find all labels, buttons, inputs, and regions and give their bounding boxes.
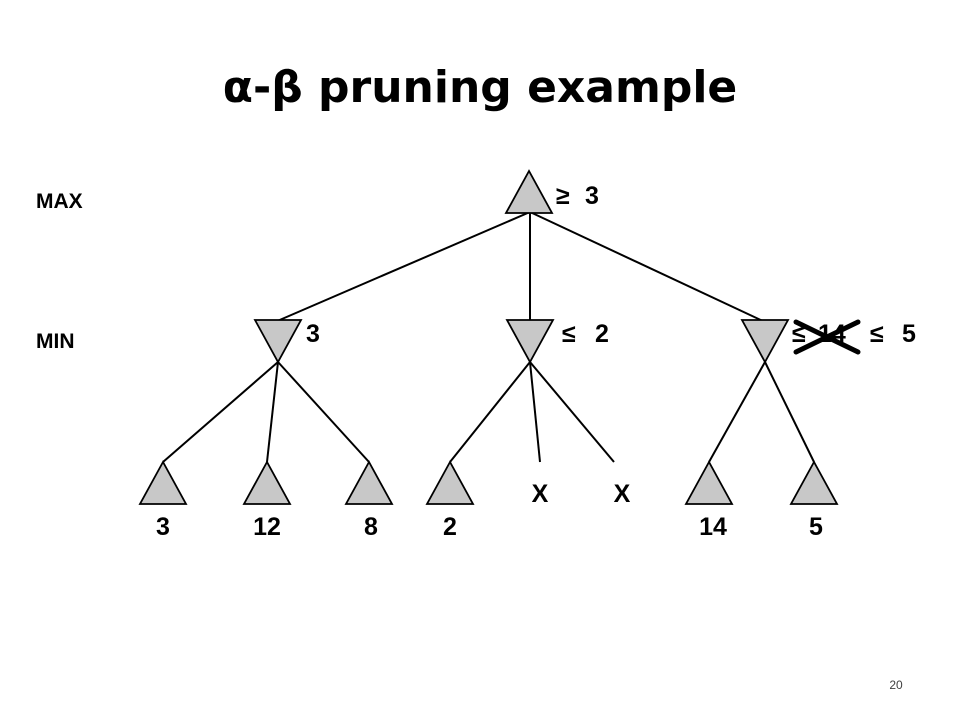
slide-number: 20 [889,678,903,692]
leaf-2-value: 12 [253,513,281,541]
leaf-7-value: 14 [699,513,727,541]
edge-min1-leaf1 [162,361,279,463]
edge-min2-leaf4 [449,361,531,463]
leaf-node-4 [425,460,475,505]
leaf-node-3 [344,460,394,505]
leaf-node-7 [684,460,734,505]
edge-min3-leaf8 [764,361,815,463]
leaf-3-value: 8 [364,513,378,541]
min-node-1-value: 3 [306,320,320,348]
edge-min1-leaf2 [266,361,279,463]
min-node-1 [253,319,303,364]
pruned-leaf-1-mark: X [532,480,549,508]
min-node-2-relation: ≤ [562,320,576,348]
edge-min3-leaf7 [708,361,766,463]
edge-root-min3 [529,211,766,323]
root-relation: ≥ [556,182,570,210]
min-node-3-value: 5 [902,320,916,348]
root-value: 3 [585,182,599,210]
strikethrough-x-mark [793,319,861,355]
edge-root-min1 [274,211,531,323]
leaf-node-8 [789,460,839,505]
pruned-leaf-2-mark: X [614,480,631,508]
leaf-4-value: 2 [443,513,457,541]
min-node-3 [740,319,790,364]
leaf-node-1 [138,460,188,505]
tree-edges [162,211,815,463]
min-level-label: MIN [36,330,75,353]
min-node-2 [505,319,555,364]
edge-min2-pruned1 [529,361,541,463]
leaf-8-value: 5 [809,513,823,541]
min-node-3-relation: ≤ [870,320,884,348]
edge-min1-leaf3 [277,361,370,463]
min-node-2-value: 2 [595,320,609,348]
max-level-label: MAX [36,190,83,213]
max-node-root [504,169,554,214]
leaf-1-value: 3 [156,513,170,541]
leaf-node-2 [242,460,292,505]
edge-min2-pruned2 [529,361,615,463]
slide-title: α-β pruning example [222,62,738,113]
